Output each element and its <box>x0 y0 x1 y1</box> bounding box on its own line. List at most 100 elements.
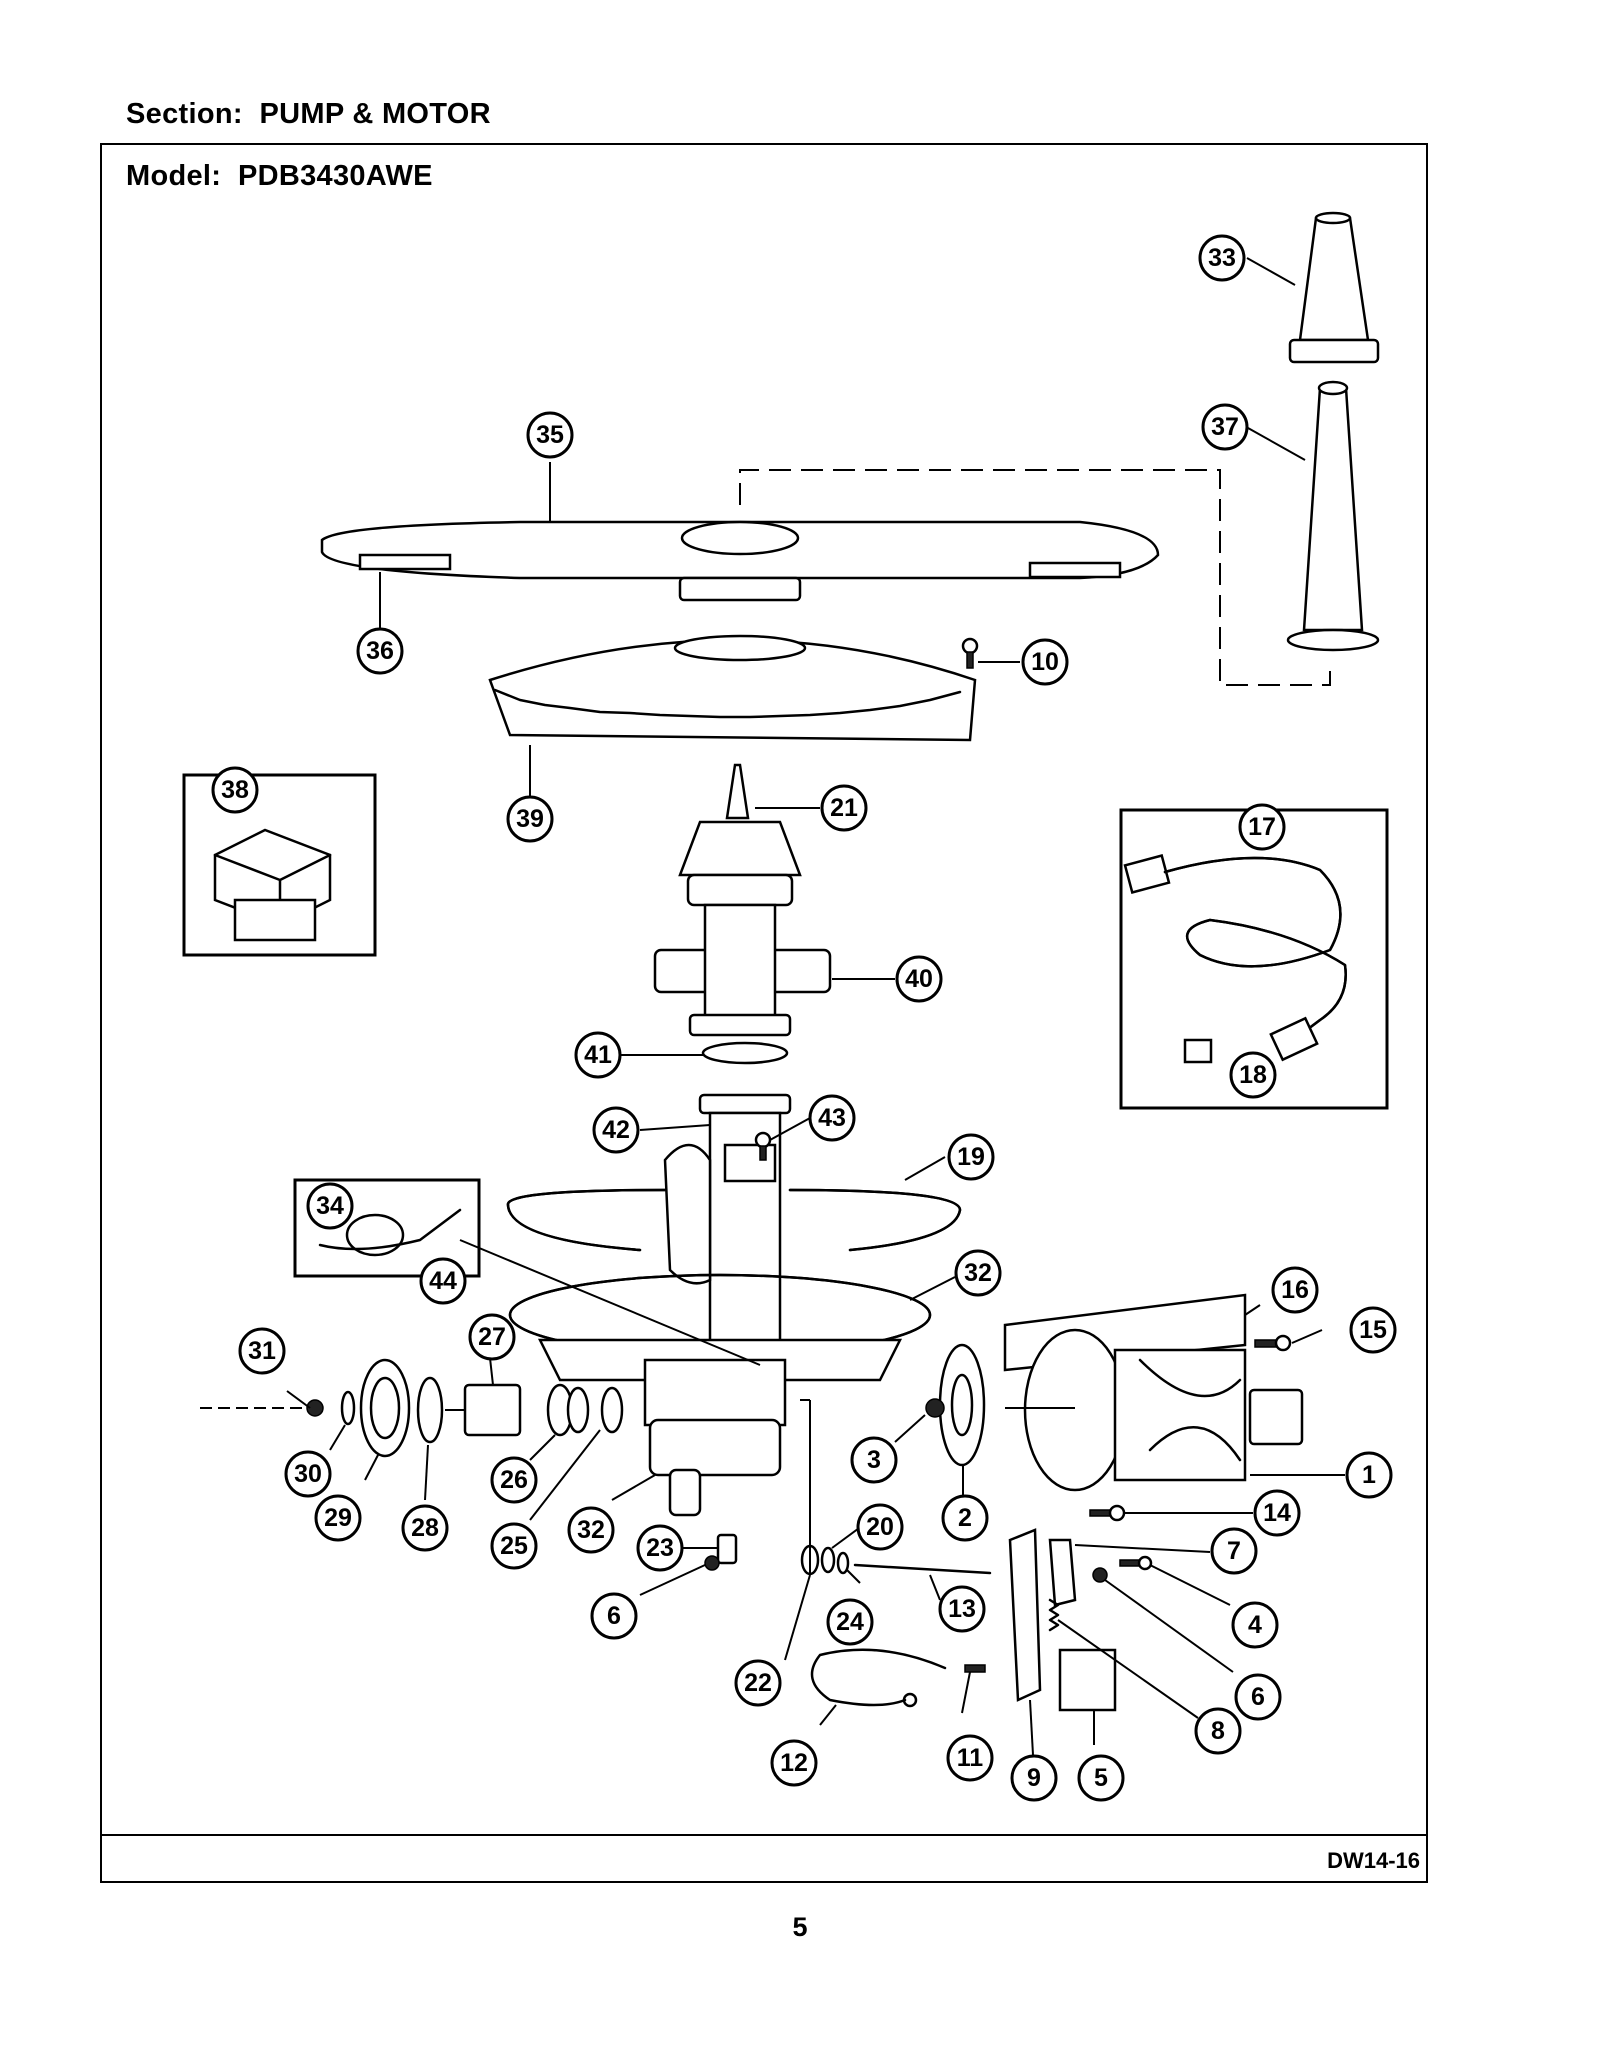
callout-43: 38 <box>211 766 259 814</box>
callout-6b: 6 <box>1234 1673 1282 1721</box>
callout-21: 22 <box>734 1659 782 1707</box>
part-9-bracket <box>1008 1528 1042 1702</box>
callout-32a: 32 <box>954 1249 1002 1297</box>
callout-38-label: 41 <box>584 1041 612 1069</box>
callout-17: 17 <box>1238 803 1286 851</box>
callout-30: 30 <box>284 1450 332 1498</box>
callout-16-label: 16 <box>1281 1276 1309 1304</box>
callout-23-label: 23 <box>646 1534 674 1562</box>
callout-38: 41 <box>574 1031 622 1079</box>
callout-39: 40 <box>895 955 943 1003</box>
callout-40: 35 <box>526 411 574 459</box>
callout-22: 21 <box>820 784 868 832</box>
part-33-cap <box>1288 211 1380 364</box>
callout-25: 25 <box>490 1522 538 1570</box>
part-39-housing <box>653 820 832 1037</box>
callout-8: 8 <box>1194 1707 1242 1755</box>
callout-22-label: 21 <box>830 794 858 822</box>
part-1-motor <box>1003 1293 1304 1492</box>
part-30-washer <box>340 1390 356 1426</box>
part-25-oring <box>600 1386 624 1434</box>
callout-27-label: 27 <box>478 1323 506 1351</box>
callout-18: 18 <box>1229 1051 1277 1099</box>
callout-35: 44 <box>419 1257 467 1305</box>
callout-11: 11 <box>946 1734 994 1782</box>
callout-25-label: 25 <box>500 1532 528 1560</box>
callout-2: 2 <box>941 1494 989 1542</box>
callout-32b: 32 <box>567 1506 615 1554</box>
callout-28: 28 <box>401 1504 449 1552</box>
callout-32a-label: 32 <box>964 1259 992 1287</box>
callout-7: 7 <box>1210 1527 1258 1575</box>
callout-43-label: 38 <box>221 776 249 804</box>
part-44-dome <box>488 634 977 742</box>
callout-41-label: 36 <box>366 637 394 665</box>
callout-10: 10 <box>1021 638 1069 686</box>
callout-41: 36 <box>356 627 404 675</box>
callout-1-label: 1 <box>1362 1461 1376 1489</box>
part-24-washer <box>836 1551 850 1575</box>
part-22-cone <box>725 763 750 820</box>
part-42-tube <box>1286 380 1380 652</box>
part-34-box <box>293 1178 481 1278</box>
callout-31: 31 <box>238 1327 286 1375</box>
callout-14-label: 14 <box>1263 1499 1291 1527</box>
callout-15: 15 <box>1349 1306 1397 1354</box>
callout-3: 3 <box>850 1436 898 1484</box>
callout-31-label: 31 <box>248 1337 276 1365</box>
callout-44-label: 39 <box>516 805 544 833</box>
part-23-clip <box>716 1533 738 1565</box>
part-12-wire <box>810 1648 947 1708</box>
callout-24-label: 24 <box>836 1608 864 1636</box>
part-17-box <box>1119 808 1389 1110</box>
part-5-solenoid <box>1058 1648 1117 1712</box>
part-20-washer <box>820 1546 836 1574</box>
part-4-screw <box>1119 1555 1153 1571</box>
part-26-seal <box>546 1383 590 1437</box>
part-31-nut <box>306 1399 324 1417</box>
callout-20: 20 <box>856 1503 904 1551</box>
callout-33: 33 <box>1198 234 1246 282</box>
callout-42: 37 <box>1201 403 1249 451</box>
callout-36: 42 <box>592 1106 640 1154</box>
callout-3-label: 3 <box>867 1446 881 1474</box>
part-29-chopper <box>359 1358 411 1458</box>
callout-17-label: 17 <box>1248 813 1276 841</box>
part-11-screw <box>964 1664 986 1673</box>
callout-44: 39 <box>506 795 554 843</box>
callout-9: 9 <box>1010 1754 1058 1802</box>
callout-28-label: 28 <box>411 1514 439 1542</box>
callout-9-label: 9 <box>1027 1764 1041 1792</box>
callout-13-label: 13 <box>948 1595 976 1623</box>
part-7-lever <box>1048 1538 1077 1607</box>
callout-20-label: 20 <box>866 1513 894 1541</box>
callout-29: 29 <box>314 1494 362 1542</box>
part-19-seal-ring <box>506 1188 962 1252</box>
callout-33-label: 33 <box>1208 244 1236 272</box>
callout-19-label: 19 <box>957 1143 985 1171</box>
callout-5-label: 5 <box>1094 1764 1108 1792</box>
callout-21-label: 22 <box>744 1669 772 1697</box>
part-36-tower <box>663 1093 792 1365</box>
part-14-screw <box>1089 1504 1126 1522</box>
callout-15-label: 15 <box>1359 1316 1387 1344</box>
callout-27: 27 <box>468 1313 516 1361</box>
part-8-spring <box>1048 1598 1060 1632</box>
callout-2-label: 2 <box>958 1504 972 1532</box>
part-37-screw <box>754 1131 772 1161</box>
callout-42-label: 37 <box>1211 413 1239 441</box>
diagram-frame <box>100 143 1428 1883</box>
part-3-nut <box>925 1398 945 1418</box>
callout-24: 24 <box>826 1598 874 1646</box>
part-2-fan <box>938 1343 986 1467</box>
part-15-screw <box>1254 1334 1292 1352</box>
callout-39-label: 40 <box>905 965 933 993</box>
part-28-ring <box>416 1376 444 1444</box>
callout-34: 34 <box>306 1182 354 1230</box>
callout-14: 14 <box>1253 1489 1301 1537</box>
callout-36-label: 42 <box>602 1116 630 1144</box>
callout-26-label: 26 <box>500 1466 528 1494</box>
callout-4-label: 4 <box>1248 1611 1262 1639</box>
callout-13: 13 <box>938 1585 986 1633</box>
